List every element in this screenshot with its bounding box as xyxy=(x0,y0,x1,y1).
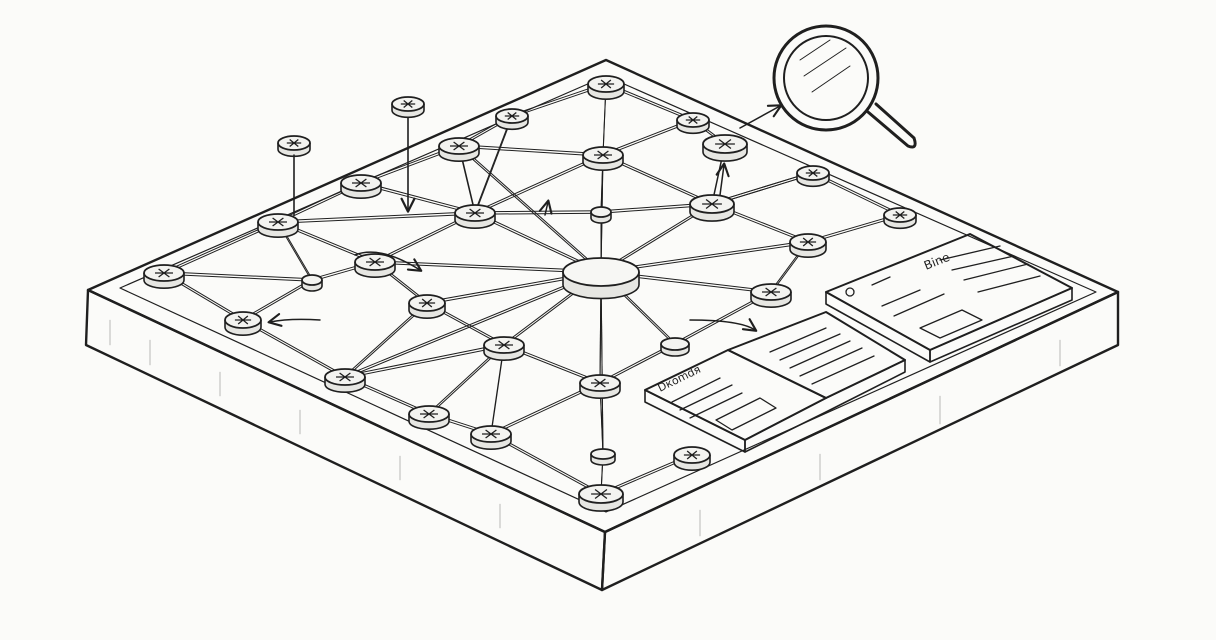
network-node-icon xyxy=(796,165,830,188)
network-node-icon xyxy=(578,484,624,512)
network-node-icon xyxy=(587,75,625,100)
network-node-icon xyxy=(324,368,366,393)
network-node-icon xyxy=(408,405,450,430)
platform-hatching xyxy=(109,319,1061,537)
network-node-icon xyxy=(438,137,480,162)
graph-edge xyxy=(344,270,602,377)
network-node-icon xyxy=(224,311,262,336)
platform-front-right-side xyxy=(600,290,1120,592)
network-node-icon xyxy=(673,446,711,471)
graph-edge xyxy=(474,210,602,213)
network-node-icon xyxy=(277,135,311,158)
network-node-icon xyxy=(579,374,621,399)
network-node-icon xyxy=(143,264,185,289)
graph-edge xyxy=(163,271,313,280)
graph-edge xyxy=(458,144,604,155)
graph-edge xyxy=(344,343,505,377)
graph-edge xyxy=(474,114,513,212)
graph-edge xyxy=(277,211,476,222)
network-node-icon xyxy=(340,174,382,199)
network-node-icon xyxy=(590,206,612,224)
graph-nodes xyxy=(143,75,917,512)
network-node-icon xyxy=(689,194,735,222)
network-node-icon xyxy=(391,96,425,119)
magnifying-glass-icon xyxy=(772,24,917,149)
document-front: Dкоmdя xyxy=(644,311,906,453)
network-node-icon xyxy=(750,283,792,308)
graph-edge xyxy=(344,303,428,379)
hub-node xyxy=(562,257,640,300)
network-node-icon xyxy=(483,336,525,361)
graph-edge xyxy=(474,153,604,213)
graph-edge xyxy=(277,213,476,224)
graph-edge xyxy=(458,144,602,272)
network-node-icon xyxy=(354,253,396,278)
network-node-icon xyxy=(408,294,446,319)
graph-edge xyxy=(163,273,313,282)
document-back-title: Bine xyxy=(922,250,952,273)
arrows xyxy=(267,104,783,332)
graph-edge xyxy=(474,212,602,215)
platform-front-left-side xyxy=(84,288,607,592)
network-node-icon xyxy=(789,233,827,258)
pin-stems xyxy=(293,117,416,216)
network-node-icon xyxy=(660,337,690,357)
network-node-icon xyxy=(883,207,917,230)
graph-edge xyxy=(458,146,604,157)
network-node-icon xyxy=(702,134,748,162)
network-node-icon xyxy=(257,213,299,238)
network-node-icon xyxy=(301,274,323,292)
network-node-icon xyxy=(676,112,710,135)
graph-edge xyxy=(490,346,505,436)
graph-edge xyxy=(474,155,604,215)
network-node-icon xyxy=(495,108,529,131)
graph-edge xyxy=(242,278,313,320)
graph-edge xyxy=(344,345,505,379)
network-node-icon xyxy=(454,204,496,229)
graph-edge xyxy=(344,272,602,379)
network-node-icon xyxy=(470,425,512,450)
network-node-icon xyxy=(590,448,616,466)
network-node-icon xyxy=(582,146,624,171)
graph-edge xyxy=(458,146,602,274)
graph-edge xyxy=(474,117,513,215)
graph-edge xyxy=(600,273,604,456)
